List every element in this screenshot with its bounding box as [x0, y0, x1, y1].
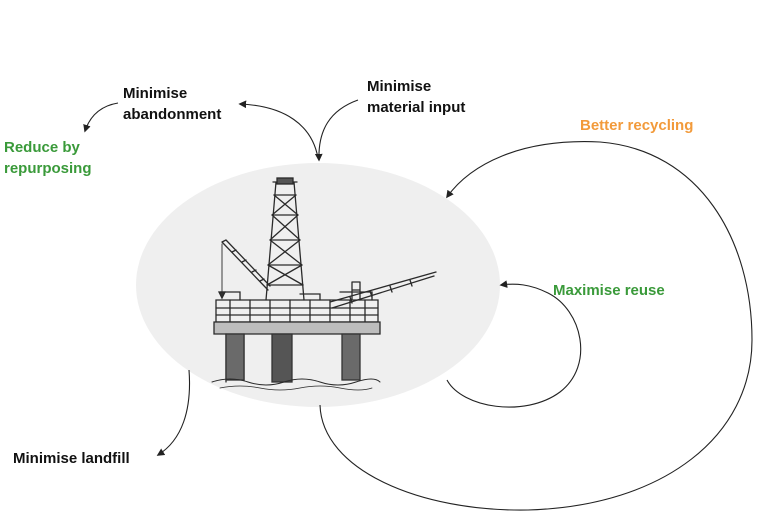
arrow-material-input-to-rig: [314, 99, 359, 162]
label-minimise-abandonment-line2: abandonment: [123, 106, 222, 123]
label-better-recycling: Better recycling: [580, 117, 694, 134]
label-minimise-material-input-line1: Minimise: [367, 78, 432, 95]
label-minimise-material-input-line2: material input: [367, 99, 466, 116]
label-minimise-material-input: Minimise material input: [367, 76, 465, 118]
label-reduce-by-repurposing-line2: repurposing: [4, 160, 92, 177]
arrow-better-recycling-loop: [319, 141, 753, 511]
label-minimise-landfill: Minimise landfill: [13, 450, 130, 467]
oil-rig-icon: [211, 177, 437, 391]
center-ellipse: [136, 163, 500, 407]
arrow-rig-to-abandonment: [238, 100, 319, 159]
label-reduce-by-repurposing: Reduce by repurposing: [4, 137, 92, 179]
label-minimise-abandonment-line1: Minimise: [123, 85, 188, 102]
arrow-abandonment-to-repurposing: [83, 102, 119, 133]
arrow-rig-to-landfill: [156, 369, 191, 456]
label-reduce-by-repurposing-line1: Reduce by: [4, 139, 80, 156]
label-maximise-reuse: Maximise reuse: [553, 282, 665, 299]
arrow-maximise-reuse-loop: [446, 280, 582, 408]
label-minimise-abandonment: Minimise abandonment: [123, 83, 221, 125]
